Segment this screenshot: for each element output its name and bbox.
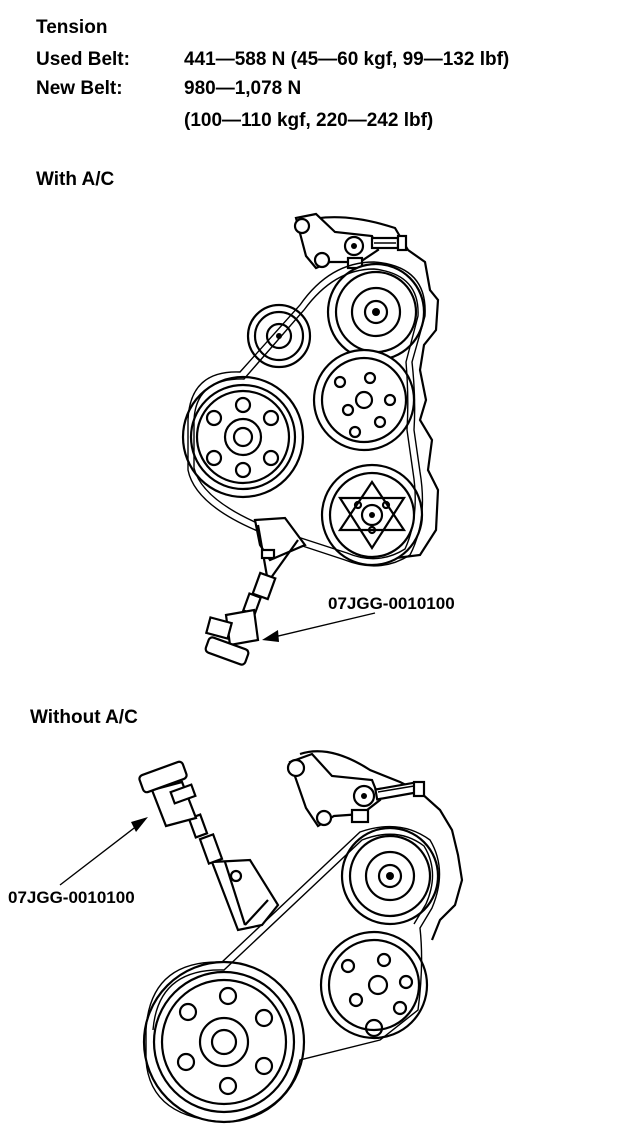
with-ac-tensioner-bracket: [293, 212, 408, 270]
without-ac-tool-label: 07JGG-0010100: [8, 888, 135, 907]
without-ac-crankshaft-pulley: [142, 960, 306, 1124]
with-ac-tool-label: 07JGG-0010100: [328, 594, 455, 613]
without-ac-tensioner-bracket: [286, 752, 426, 828]
used-belt-label: Used Belt:: [36, 49, 130, 70]
with-ac-engine-bracket: [299, 216, 440, 562]
tension-title: Tension: [36, 17, 108, 38]
with-ac-alternator-pulley: [326, 262, 426, 362]
with-ac-crankshaft-pulley: [181, 375, 305, 499]
new-belt-value-line2: (100—110 kgf, 220—242 lbf): [184, 110, 434, 131]
without-ac-heading: Without A/C: [30, 707, 138, 728]
with-ac-diagram: [181, 212, 440, 666]
without-ac-tool-arrow: [59, 817, 148, 886]
used-belt-value: 441—588 N (45—60 kgf, 99—132 lbf): [184, 49, 510, 70]
without-ac-tension-gauge: [138, 760, 280, 932]
with-ac-belt: [187, 261, 426, 567]
without-ac-engine-bracket: [299, 750, 464, 941]
with-ac-power-steering-pulley: [312, 348, 416, 452]
without-ac-alternator-pulley: [340, 826, 440, 926]
with-ac-heading: With A/C: [36, 169, 115, 190]
with-ac-tension-gauge: [204, 516, 307, 666]
new-belt-value-line1: 980—1,078 N: [184, 78, 302, 99]
with-ac-tool-arrow: [262, 612, 376, 642]
without-ac-power-steering-pulley: [319, 930, 429, 1040]
new-belt-label: New Belt:: [36, 78, 123, 99]
without-ac-diagram: [59, 750, 464, 1124]
without-ac-belt: [145, 825, 441, 1123]
